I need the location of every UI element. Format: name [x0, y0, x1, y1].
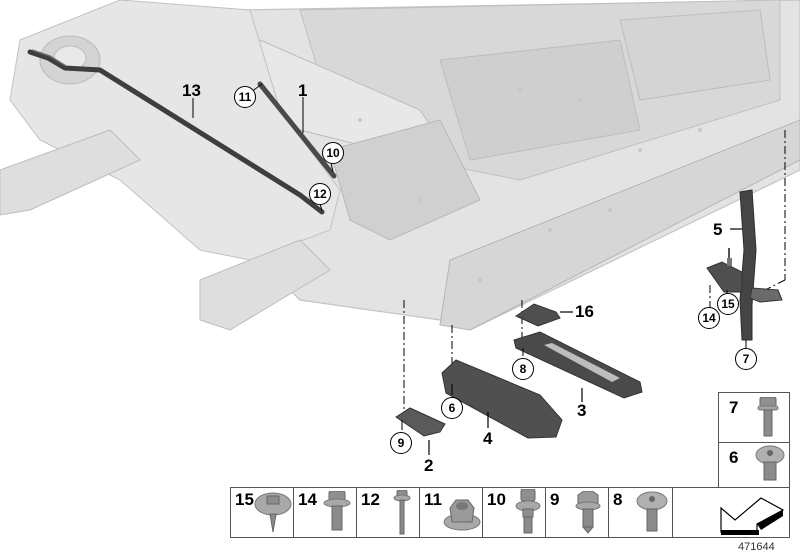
- long-bolt-icon: [393, 490, 411, 535]
- fastener-label: 15: [235, 490, 254, 509]
- hex-flange-nut-icon: [443, 499, 481, 531]
- fastener-cell-12[interactable]: 12: [356, 487, 420, 538]
- fastener-label: 11: [424, 490, 442, 509]
- torx-pan-bolt-icon: [636, 491, 668, 532]
- callout-3: 3: [577, 401, 587, 420]
- callout-2: 2: [424, 456, 434, 475]
- callout-13: 13: [182, 81, 201, 100]
- fastener-label: 10: [487, 490, 506, 509]
- circled-callout-6: 6: [441, 397, 463, 419]
- fastener-cell-6[interactable]: 6: [718, 442, 790, 488]
- fastener-cell-9[interactable]: 9: [545, 487, 609, 538]
- hex-flange-bolt-icon: [323, 491, 351, 531]
- circled-callout-7: 7: [735, 348, 757, 370]
- hex-bolt-icon: [757, 397, 779, 437]
- callout-16: 16: [575, 302, 594, 321]
- fastener-cell-10[interactable]: 10: [482, 487, 546, 538]
- circled-callout-15: 15: [717, 293, 739, 315]
- fastener-cell-11[interactable]: 11: [419, 487, 483, 538]
- torx-stud-bolt-icon: [515, 489, 541, 534]
- flange-bolt-washer-icon: [254, 492, 292, 533]
- front-direction-arrow-icon: [720, 497, 785, 535]
- fastener-label: 9: [550, 490, 560, 509]
- fastener-cell-14[interactable]: 14: [293, 487, 357, 538]
- circled-callout-12: 12: [309, 183, 331, 205]
- torx-round-bolt-icon: [755, 445, 785, 481]
- fastener-cell-7[interactable]: 7: [718, 392, 790, 443]
- circled-callout-9: 9: [390, 432, 412, 454]
- fastener-cell-8[interactable]: 8: [608, 487, 673, 538]
- callout-5: 5: [713, 220, 723, 239]
- fastener-label: 14: [298, 490, 317, 509]
- fastener-label: 6: [729, 448, 739, 467]
- fastener-cell-15[interactable]: 15: [230, 487, 294, 538]
- fastener-label: 12: [361, 490, 380, 509]
- image-number: 471644: [738, 541, 775, 553]
- callout-1: 1: [298, 81, 308, 100]
- fastener-label: 8: [613, 490, 623, 509]
- hex-bolt-short-icon: [575, 491, 601, 534]
- circled-callout-11: 11: [234, 86, 256, 108]
- circled-callout-8: 8: [512, 358, 534, 380]
- direction-arrow-cell: [672, 487, 790, 538]
- circled-callout-14: 14: [698, 307, 720, 329]
- circled-callout-10: 10: [322, 142, 344, 164]
- callout-4: 4: [483, 429, 493, 448]
- fastener-label: 7: [729, 398, 739, 417]
